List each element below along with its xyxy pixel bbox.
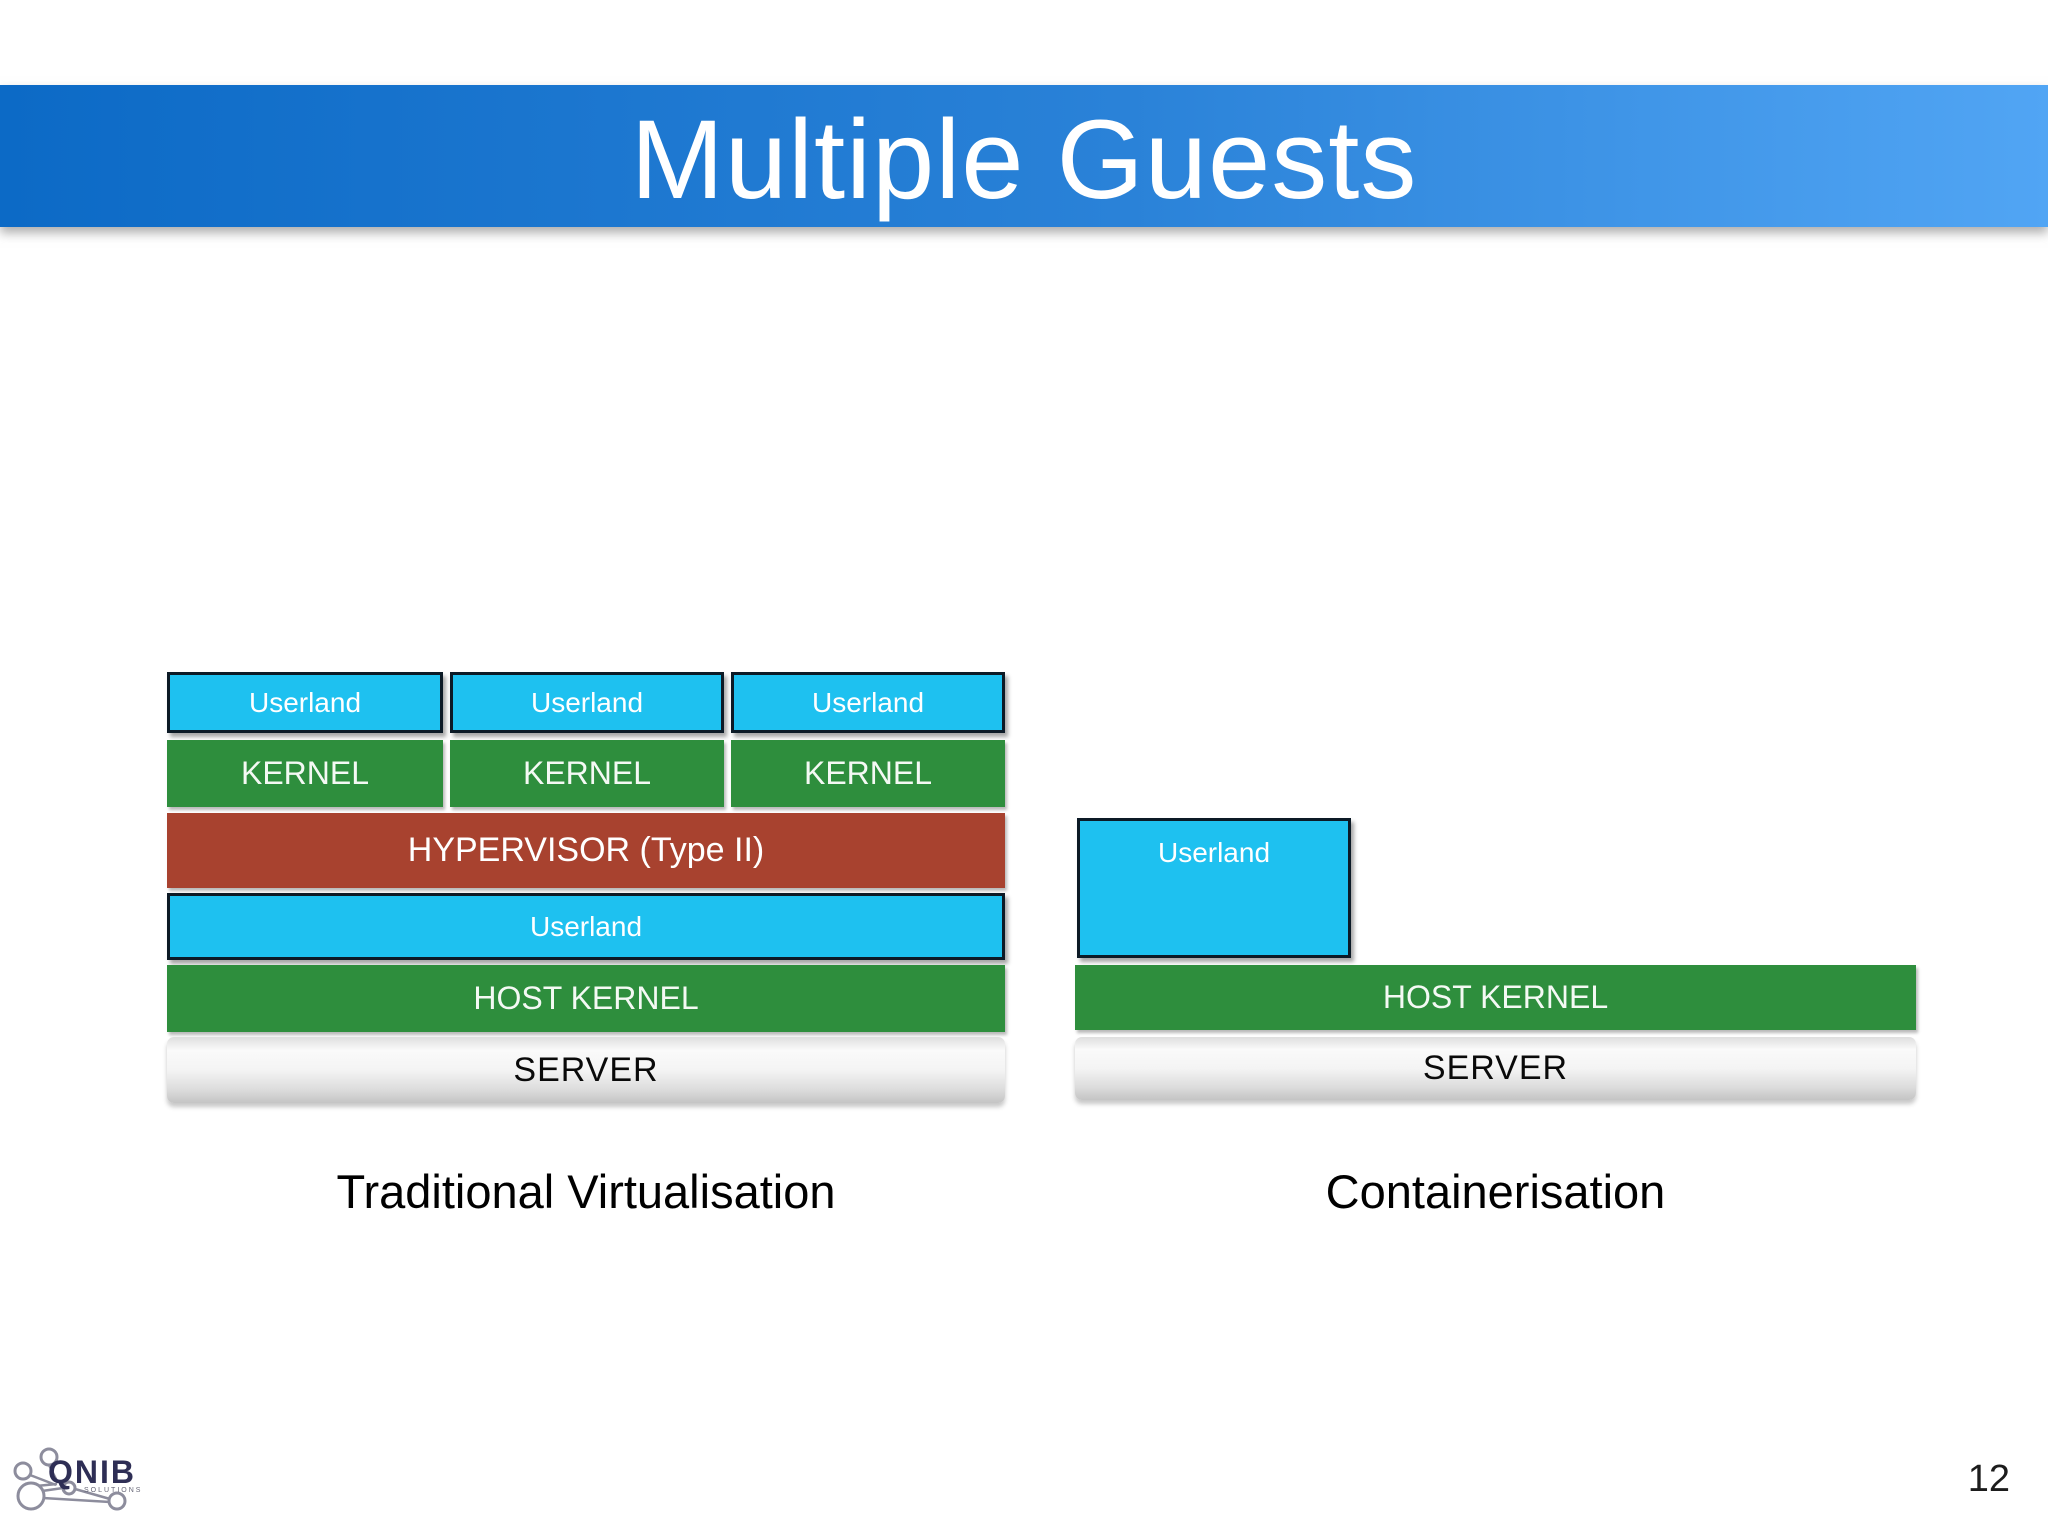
guest-userland-box-3: Userland [731, 672, 1005, 733]
host-kernel-label-left: HOST KERNEL [473, 980, 699, 1016]
qnib-logo-text: QNIB [48, 1454, 136, 1490]
guest-userland-label-3: Userland [811, 686, 925, 718]
guest-userland-label-1: Userland [248, 686, 362, 718]
guest-userland-box-1: Userland [167, 672, 443, 733]
host-userland-box: Userland [167, 893, 1005, 960]
guest-kernel-box-3: KERNEL [731, 740, 1005, 807]
container-userland-label: Userland [1157, 837, 1271, 868]
container-userland-box: Userland [1077, 818, 1351, 958]
guest-kernel-box-2: KERNEL [450, 740, 724, 807]
slide-title: Multiple Guests [630, 97, 1418, 222]
guest-kernel-box-1: KERNEL [167, 740, 443, 807]
qnib-molecule-icon: QNIB SOLUTIONS [13, 1447, 142, 1511]
qnib-logo-tagline: SOLUTIONS [84, 1487, 142, 1494]
qnib-logo: QNIB SOLUTIONS [10, 1436, 190, 1536]
hypervisor-box: HYPERVISOR (Type II) [167, 813, 1005, 888]
guest-kernel-label-2: KERNEL [522, 755, 652, 791]
page-number: 12 [1967, 1458, 2010, 1500]
host-userland-label: Userland [529, 910, 643, 942]
server-box-left: SERVER [167, 1037, 1005, 1103]
guest-userland-label-2: Userland [530, 686, 644, 718]
title-banner: Multiple Guests [0, 85, 2048, 227]
caption-traditional-virtualisation: Traditional Virtualisation [336, 1165, 836, 1218]
server-label-left: SERVER [513, 1050, 659, 1089]
guest-userland-box-2: Userland [450, 672, 724, 733]
host-kernel-box-left: HOST KERNEL [167, 965, 1005, 1032]
guest-kernel-label-3: KERNEL [803, 755, 933, 791]
hypervisor-label: HYPERVISOR (Type II) [407, 831, 765, 869]
guest-kernel-label-1: KERNEL [240, 755, 370, 791]
server-box-right: SERVER [1075, 1037, 1916, 1100]
server-label-right: SERVER [1422, 1049, 1569, 1087]
host-kernel-label-right: HOST KERNEL [1382, 979, 1609, 1015]
host-kernel-box-right: HOST KERNEL [1075, 965, 1916, 1030]
caption-containerisation: Containerisation [1325, 1165, 1666, 1218]
